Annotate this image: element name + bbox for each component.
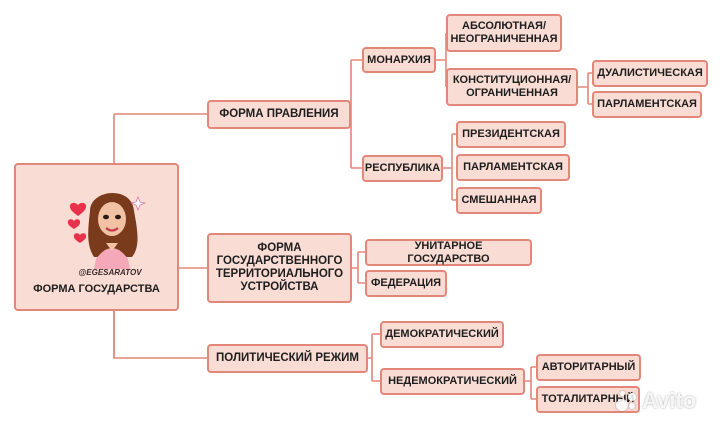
- avito-watermark: Avito: [616, 388, 696, 414]
- connector-monarchy: [436, 33, 447, 87]
- connector-territorial: [352, 251, 365, 284]
- node-mixed-republic: СМЕШАННАЯ: [456, 187, 542, 214]
- node-presidential-republic: ПРЕЗИДЕНТСКАЯ: [456, 121, 566, 148]
- connector-root-regime: [113, 311, 207, 359]
- heart-icon: [69, 202, 87, 216]
- node-authoritarian: АВТОРИТАРНЫЙ: [536, 354, 641, 381]
- root-node: @EGESARATOV ФОРМА ГОСУДАРСТВА: [14, 163, 179, 311]
- node-unitary-state: УНИТАРНОЕ ГОСУДАРСТВО: [365, 239, 532, 266]
- node-democratic: ДЕМОКРАТИЧЕСКИЙ: [380, 321, 504, 348]
- node-parliamentary-republic: ПАРЛАМЕНТСКАЯ: [456, 154, 570, 181]
- connector-undemocratic: [525, 366, 536, 400]
- node-parliamentary-monarchy: ПАРЛАМЕНТСКАЯ: [592, 91, 702, 118]
- connector-regime: [368, 333, 380, 382]
- node-constitutional-monarchy: КОНСТИТУЦИОННАЯ/ ОГРАНИЧЕННАЯ: [446, 68, 578, 106]
- avito-watermark-text: Avito: [642, 388, 697, 413]
- heart-icon: [73, 233, 87, 243]
- node-government-form: ФОРМА ПРАВЛЕНИЯ: [207, 100, 351, 129]
- avatar-sticker: @EGESARATOV: [67, 192, 147, 277]
- root-label: ФОРМА ГОСУДАРСТВА: [33, 283, 160, 295]
- connector-government: [350, 59, 362, 169]
- node-territorial-form: ФОРМА ГОСУДАРСТВЕННОГО ТЕРРИТОРИАЛЬНОГО …: [207, 233, 352, 303]
- node-federation: ФЕДЕРАЦИЯ: [365, 270, 447, 297]
- node-undemocratic: НЕДЕМОКРАТИЧЕСКИЙ: [380, 368, 525, 395]
- node-dualistic: ДУАЛИСТИЧЕСКАЯ: [592, 60, 708, 87]
- node-monarchy: МОНАРХИЯ: [362, 47, 436, 73]
- sticker-handle: @EGESARATOV: [78, 268, 142, 277]
- node-political-regime: ПОЛИТИЧЕСКИЙ РЕЖИМ: [207, 344, 368, 373]
- connector-constitutional: [578, 72, 592, 105]
- connector-root-government: [113, 113, 207, 163]
- node-republic: РЕСПУБЛИКА: [362, 155, 443, 182]
- connector-republic: [443, 133, 456, 201]
- heart-icon: [67, 219, 81, 229]
- avito-logo-icon: [616, 390, 638, 412]
- node-absolute-monarchy: АБСОЛЮТНАЯ/ НЕОГРАНИЧЕННАЯ: [446, 14, 562, 52]
